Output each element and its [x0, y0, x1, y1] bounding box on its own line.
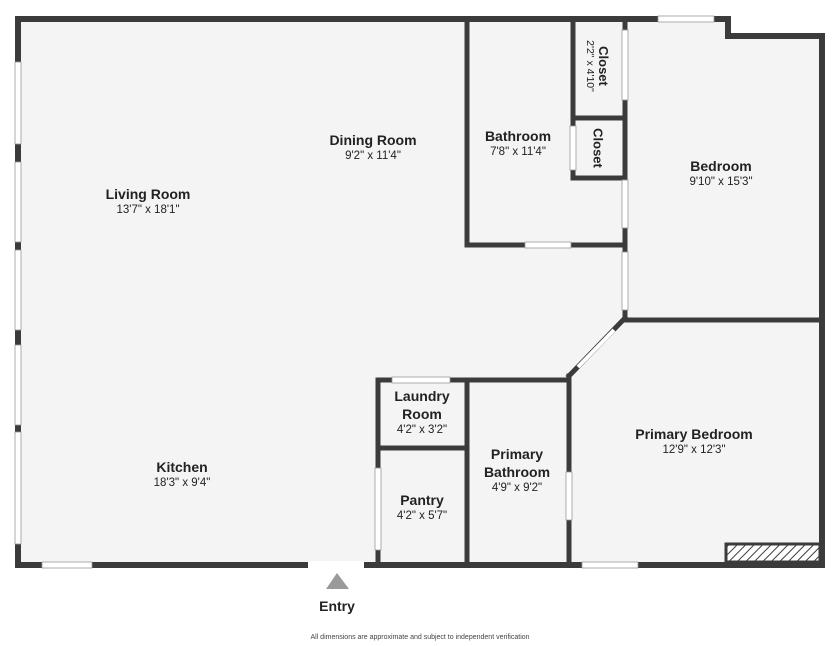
- entry-door-opening: [308, 561, 364, 569]
- room-dims: 4'9" x 9'2": [491, 482, 543, 494]
- room-primary-bathroom: Primary Bathroom 4'9" x 9'2": [484, 445, 550, 496]
- room-name: Pantry: [400, 492, 444, 508]
- room-dims: 9'10" x 15'3": [689, 176, 753, 188]
- door-bathroom: [524, 241, 572, 249]
- window-left-3: [14, 249, 22, 331]
- window-bottom-kitchen: [41, 561, 93, 569]
- room-dims: 9'2" x 11'4": [345, 150, 401, 162]
- room-dims: 13'7" x 18'1": [116, 204, 180, 216]
- window-bottom-primary-bedroom: [581, 561, 639, 569]
- door-pantry: [374, 467, 382, 551]
- door-bedroom-hall: [621, 251, 629, 311]
- room-name-line-1: Primary: [490, 446, 544, 462]
- room-name: Living Room: [105, 186, 191, 202]
- windows-and-openings: [14, 15, 715, 569]
- door-primary-bathroom: [565, 471, 573, 521]
- room-name: Closet: [596, 46, 611, 86]
- window-left-1: [14, 61, 22, 145]
- room-name: Dining Room: [329, 132, 417, 148]
- room-closet-1: Closet 2'2" x 4'10": [583, 40, 611, 92]
- room-name: Closet: [590, 128, 606, 168]
- room-bedroom: Bedroom 9'10" x 15'3": [689, 157, 752, 190]
- room-name-line-1: Laundry: [394, 388, 450, 404]
- room-name-line-2: Room: [402, 406, 442, 422]
- window-left-4: [14, 344, 22, 426]
- room-living-room: Living Room 13'7" x 18'1": [106, 185, 191, 218]
- room-closet-2: Closet: [591, 128, 606, 168]
- room-kitchen: Kitchen 18'3" x 9'4": [154, 458, 211, 491]
- room-name: Bathroom: [484, 128, 552, 144]
- door-laundry: [391, 376, 451, 384]
- room-dims: 2'2" x 4'10": [584, 40, 596, 92]
- hatched-fixture: [724, 542, 822, 564]
- room-dims: 12'9" x 12'3": [662, 444, 726, 456]
- room-name: Bedroom: [690, 158, 752, 174]
- window-top-bedroom: [657, 15, 715, 23]
- room-primary-bedroom: Primary Bedroom 12'9" x 12'3": [635, 425, 752, 458]
- disclaimer-text: All dimensions are approximate and subje…: [310, 634, 530, 641]
- room-dims: 18'3" x 9'4": [153, 477, 211, 489]
- room-dims: 4'2" x 5'7": [396, 510, 448, 522]
- room-laundry-room: Laundry Room 4'2" x 3'2": [394, 387, 449, 438]
- room-pantry: Pantry 4'2" x 5'7": [397, 491, 447, 524]
- room-dims: 4'2" x 3'2": [396, 424, 448, 436]
- door-closet-1: [621, 29, 629, 101]
- exterior-wall: [15, 16, 825, 568]
- window-left-5: [14, 431, 22, 545]
- door-primary-bedroom-diagonal: [576, 328, 616, 369]
- room-name: Primary Bedroom: [635, 426, 753, 442]
- room-bathroom: Bathroom 7'8" x 11'4": [485, 127, 551, 160]
- room-dining-room: Dining Room 9'2" x 11'4": [329, 131, 416, 164]
- room-name: Kitchen: [156, 459, 208, 475]
- floor-area: [18, 19, 822, 565]
- entry-arrow-icon: [326, 573, 349, 589]
- window-left-2: [14, 161, 22, 243]
- entry-label: Entry: [319, 598, 355, 614]
- door-closet-2: [569, 125, 577, 171]
- room-name-line-2: Bathroom: [483, 464, 551, 480]
- door-bathroom-bedroom: [621, 179, 629, 229]
- room-dims: 7'8" x 11'4": [490, 146, 546, 158]
